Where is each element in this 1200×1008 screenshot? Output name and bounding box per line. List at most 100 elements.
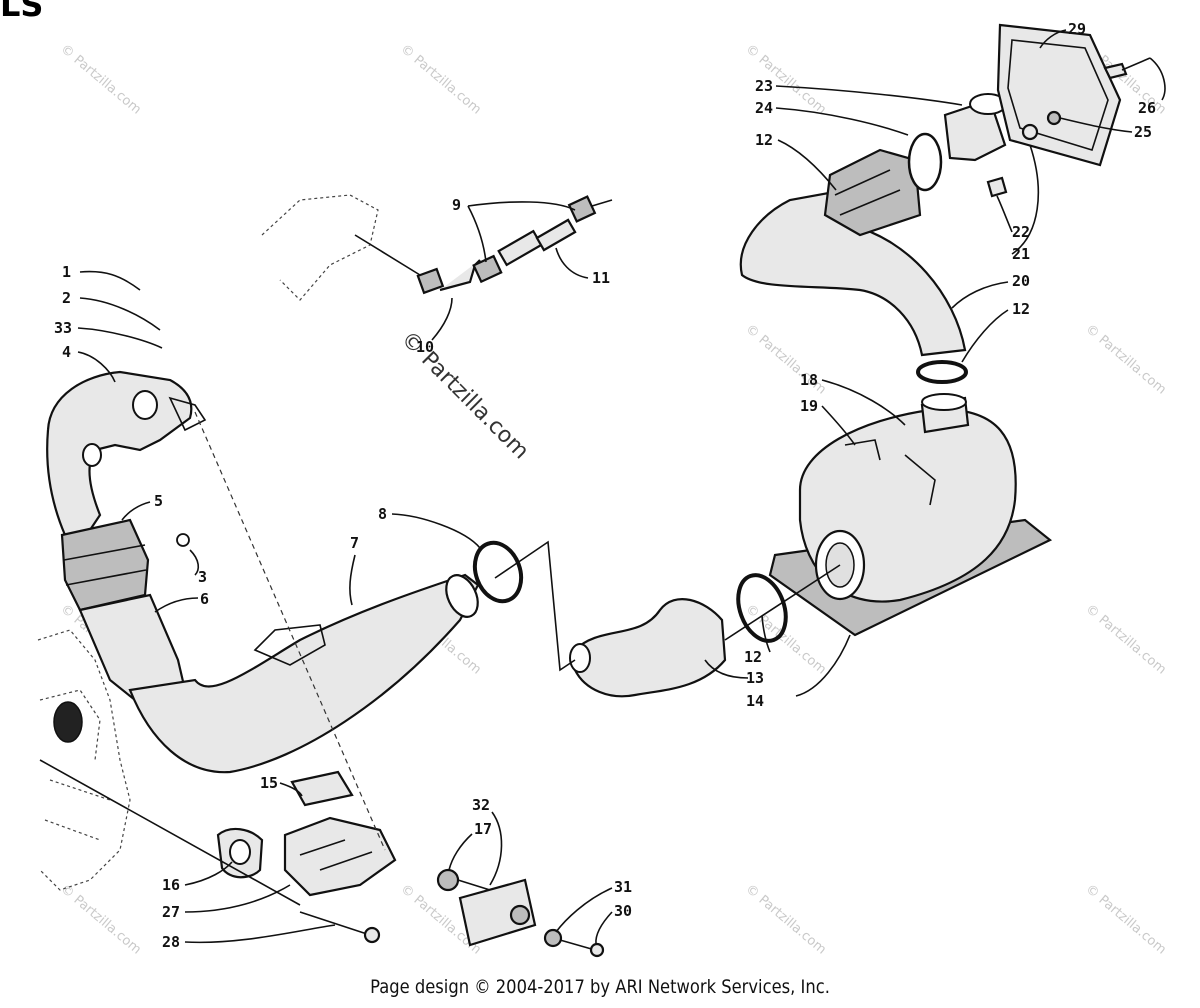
callout-9: 9 <box>452 196 461 214</box>
callout-32: 32 <box>472 796 490 814</box>
corner-label-fragment: LS <box>0 0 44 24</box>
mounting-plate <box>986 23 1151 198</box>
callout-12: 12 <box>755 131 773 149</box>
assembly-centerline <box>194 411 386 851</box>
leader-line <box>189 549 200 576</box>
callout-12: 12 <box>1012 300 1030 318</box>
leader-line <box>555 247 589 279</box>
callout-3: 3 <box>198 568 207 586</box>
callout-11: 11 <box>592 269 610 287</box>
leader-line <box>761 615 771 653</box>
leader-line <box>1039 29 1067 49</box>
callout-group: 1 2 3 4 5 6 7 8 9 10 11 12 12 12 13 14 <box>54 20 1166 951</box>
callout-17: 17 <box>474 820 492 838</box>
engine-block-outline <box>37 629 131 891</box>
leader-line <box>555 887 613 933</box>
callout-20: 20 <box>1012 272 1030 290</box>
callout-4: 4 <box>62 343 71 361</box>
leader-line <box>467 201 576 211</box>
exhaust-connection-line <box>494 540 576 672</box>
callout-29: 29 <box>1068 20 1086 38</box>
exhaust-manifold <box>46 370 207 537</box>
leader-line <box>1011 144 1040 255</box>
callout-31: 31 <box>614 878 632 896</box>
leader-line <box>777 139 837 191</box>
engine-axis-line <box>39 759 301 906</box>
intake-hose-13 <box>569 598 727 698</box>
leader-line <box>821 405 856 446</box>
leader-line <box>704 659 749 679</box>
leader-line <box>121 501 151 521</box>
clamp-8 <box>472 540 524 604</box>
watermark: © Partzilla.com <box>1082 882 1168 958</box>
callout-22: 22 <box>1012 223 1030 241</box>
callout-5: 5 <box>154 492 163 510</box>
callout-18: 18 <box>800 371 818 389</box>
exhaust-coupler <box>60 518 150 612</box>
watermark: © Partzilla.com <box>57 882 143 958</box>
callout-7: 7 <box>350 534 359 552</box>
callout-30: 30 <box>614 902 632 920</box>
leader-line <box>1059 117 1133 133</box>
callout-33: 33 <box>54 319 72 337</box>
leader-line <box>77 351 116 383</box>
leader-line <box>349 554 356 606</box>
watermark: © Partzilla.com <box>1082 602 1168 678</box>
leader-line <box>448 833 473 871</box>
fuel-line-assembly <box>261 194 613 301</box>
silencer-connection-line <box>724 564 841 641</box>
air-silencer-box <box>768 393 1053 637</box>
watermark: © Partzilla.com <box>1082 322 1168 398</box>
copyright-footer: Page design © 2004-2017 by ARI Network S… <box>370 976 830 998</box>
leader-line <box>431 297 453 341</box>
watermark: © Partzilla.com <box>742 882 828 958</box>
leader-line <box>775 85 963 106</box>
leader-line <box>154 597 199 613</box>
callout-2: 2 <box>62 289 71 307</box>
intake-boot <box>823 93 1007 237</box>
callout-12: 12 <box>744 648 762 666</box>
callout-15: 15 <box>260 774 278 792</box>
leader-line <box>79 297 161 331</box>
leader-line <box>595 911 613 945</box>
leader-line <box>184 861 233 886</box>
watermark: © Partzilla.com <box>57 42 143 118</box>
leader-line <box>79 270 141 291</box>
leader-line <box>821 379 906 426</box>
callout-27: 27 <box>162 903 180 921</box>
curved-intake-hose-20 <box>739 188 967 357</box>
clamp-12-upper <box>916 360 968 384</box>
leader-line <box>489 811 503 886</box>
callout-16: 16 <box>162 876 180 894</box>
clamp-12-center <box>736 573 788 643</box>
callout-28: 28 <box>162 933 180 951</box>
leader-line <box>951 281 1009 309</box>
leader-line <box>184 884 291 913</box>
callout-14: 14 <box>746 692 764 710</box>
callout-25: 25 <box>1134 123 1152 141</box>
lower-pump-assembly <box>216 770 605 958</box>
leader-line <box>279 782 303 797</box>
callout-24: 24 <box>755 99 773 117</box>
leader-line <box>1149 57 1166 101</box>
leader-line <box>391 513 481 549</box>
leader-line <box>467 205 487 263</box>
callout-6: 6 <box>200 590 209 608</box>
callout-21: 21 <box>1012 245 1030 263</box>
callout-19: 19 <box>800 397 818 415</box>
leader-line <box>996 195 1013 233</box>
callout-10: 10 <box>416 338 434 356</box>
expansion-chamber <box>128 573 480 774</box>
callout-1: 1 <box>62 263 71 281</box>
callout-26: 26 <box>1138 99 1156 117</box>
leader-line <box>775 107 909 136</box>
callout-13: 13 <box>746 669 764 687</box>
watermark: © Partzilla.com <box>397 42 483 118</box>
leader-line <box>795 634 851 697</box>
callout-23: 23 <box>755 77 773 95</box>
leader-line <box>961 309 1009 363</box>
leader-line <box>184 924 336 944</box>
leader-line <box>77 327 163 349</box>
callout-8: 8 <box>378 505 387 523</box>
